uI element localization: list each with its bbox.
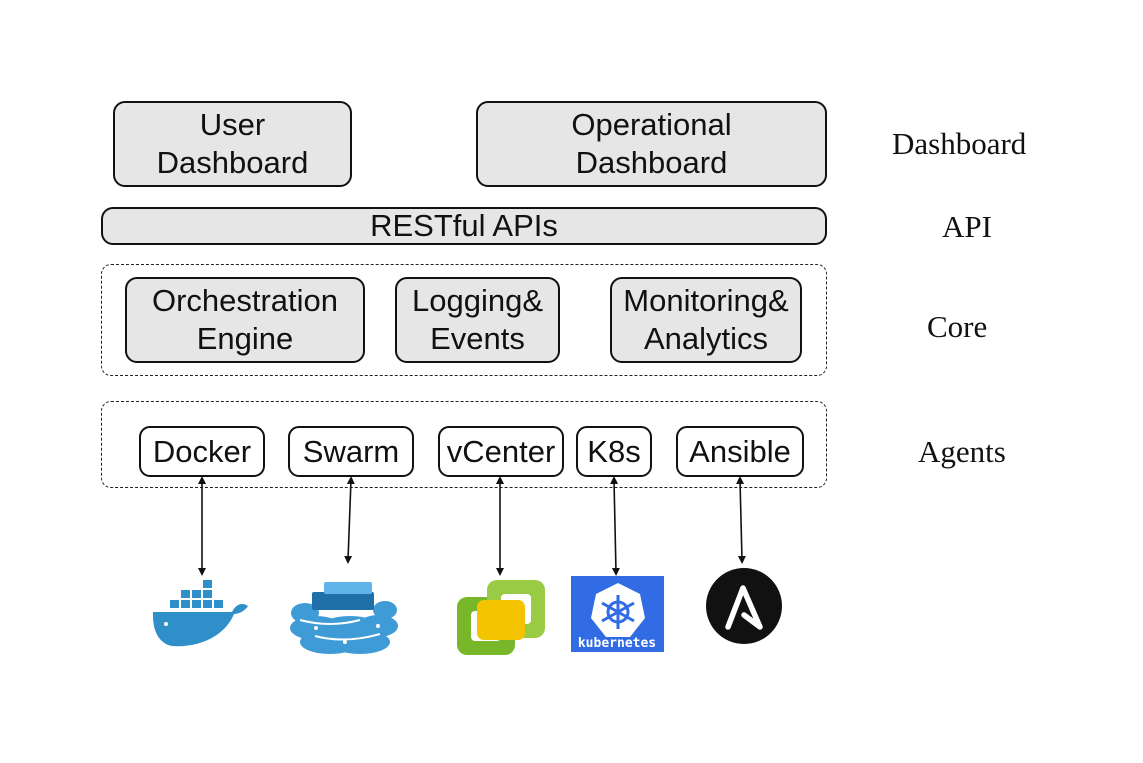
docker-swarm-icon <box>290 582 398 654</box>
docker-agent: Docker <box>139 426 265 477</box>
docker-whale-icon <box>152 580 248 647</box>
api-layer-label: API <box>942 209 992 244</box>
k8s-agent: K8s <box>576 426 652 477</box>
logging-events-box: Logging& Events <box>395 277 560 363</box>
ansible-agent: Ansible <box>676 426 804 477</box>
monitoring-analytics-box: Monitoring& Analytics <box>610 277 802 363</box>
operational-dashboard-box: Operational Dashboard <box>476 101 827 187</box>
swarm-agent: Swarm <box>288 426 414 477</box>
swarm-connector-arrow <box>344 476 355 564</box>
vmware-vcenter-icon <box>457 580 545 655</box>
kubernetes-icon: kubernetes <box>571 576 664 652</box>
core-layer-label: Core <box>927 309 988 344</box>
agents-group <box>101 401 827 488</box>
user-dashboard-box: User Dashboard <box>113 101 352 187</box>
core-group <box>101 264 827 376</box>
kubernetes-wordmark: kubernetes <box>578 636 656 651</box>
k8s-connector-arrow <box>610 476 620 576</box>
dashboard-layer-label: Dashboard <box>892 126 1027 161</box>
orchestration-engine-box: Orchestration Engine <box>125 277 365 363</box>
ansible-connector-arrow <box>736 476 746 564</box>
ansible-icon <box>706 568 782 644</box>
restful-apis-box: RESTful APIs <box>101 207 827 245</box>
agents-layer-label: Agents <box>918 434 1006 469</box>
